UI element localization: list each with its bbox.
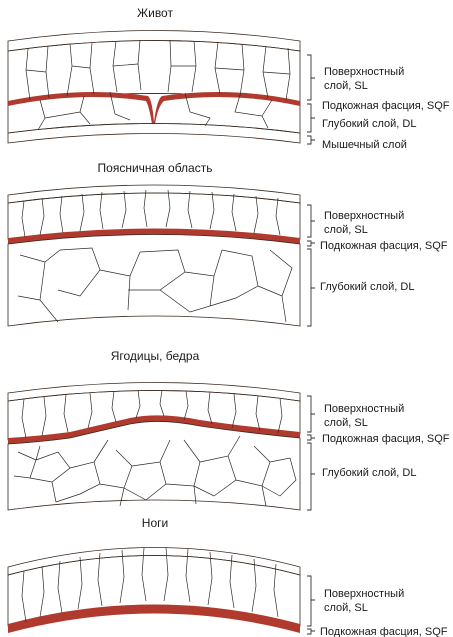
bracket (307, 396, 315, 510)
label-fascia: Подкожная фасция, SQF (320, 240, 448, 252)
section-abdomen: Живот Поверхностный слой, SL Подкожная ф… (8, 6, 450, 151)
skin-layer (8, 383, 300, 402)
label-superficial-layer: Поверхностный слой, SL (324, 66, 407, 92)
muscle-layer (8, 124, 300, 144)
bracket (307, 55, 315, 144)
label-fascia: Подкожная фасция, SQF (322, 100, 450, 112)
section-buttocks-thighs: Ягодицы, бедра Поверхностный слой, SL По… (8, 349, 450, 510)
section-title: Живот (137, 6, 173, 20)
skin-layer (8, 548, 300, 576)
label-muscle-layer: Мышечный слой (322, 139, 407, 151)
deep-layer (8, 94, 300, 134)
label-superficial-layer: Поверхностный слой, SL (324, 403, 407, 429)
section-title: Поясничная область (98, 161, 213, 175)
bracket (307, 576, 315, 634)
label-deep-layer: Глубокий слой, DL (322, 467, 416, 479)
label-superficial-layer: Поверхностный слой, SL (324, 210, 407, 236)
label-fascia: Подкожная фасция, SQF (322, 433, 450, 445)
fascia-layer (8, 605, 300, 634)
label-deep-layer: Глубокий слой, DL (320, 281, 414, 293)
section-legs: Ноги Поверхностный слой, SL Подкожная фа… (8, 516, 448, 637)
label-deep-layer: Глубокий слой, DL (322, 118, 416, 130)
fascia-layer (8, 92, 300, 124)
fascia-layer (8, 415, 300, 444)
section-lumbar: Поясничная область Поверхностный слой, S… (8, 161, 448, 326)
label-fascia: Подкожная фасция, SQF (320, 626, 448, 637)
fat-lobules-deep (18, 248, 292, 322)
fascia-layer (8, 229, 300, 245)
fat-lobules-deep (14, 436, 296, 506)
section-title: Ягодицы, бедра (111, 349, 200, 363)
label-superficial-layer: Поверхностный слой, SL (324, 588, 407, 614)
fat-lobules-superficial (26, 40, 290, 100)
fat-lobules-deep (38, 92, 272, 130)
section-title: Ноги (142, 516, 168, 530)
bracket (307, 205, 315, 326)
deep-layer (8, 235, 300, 327)
